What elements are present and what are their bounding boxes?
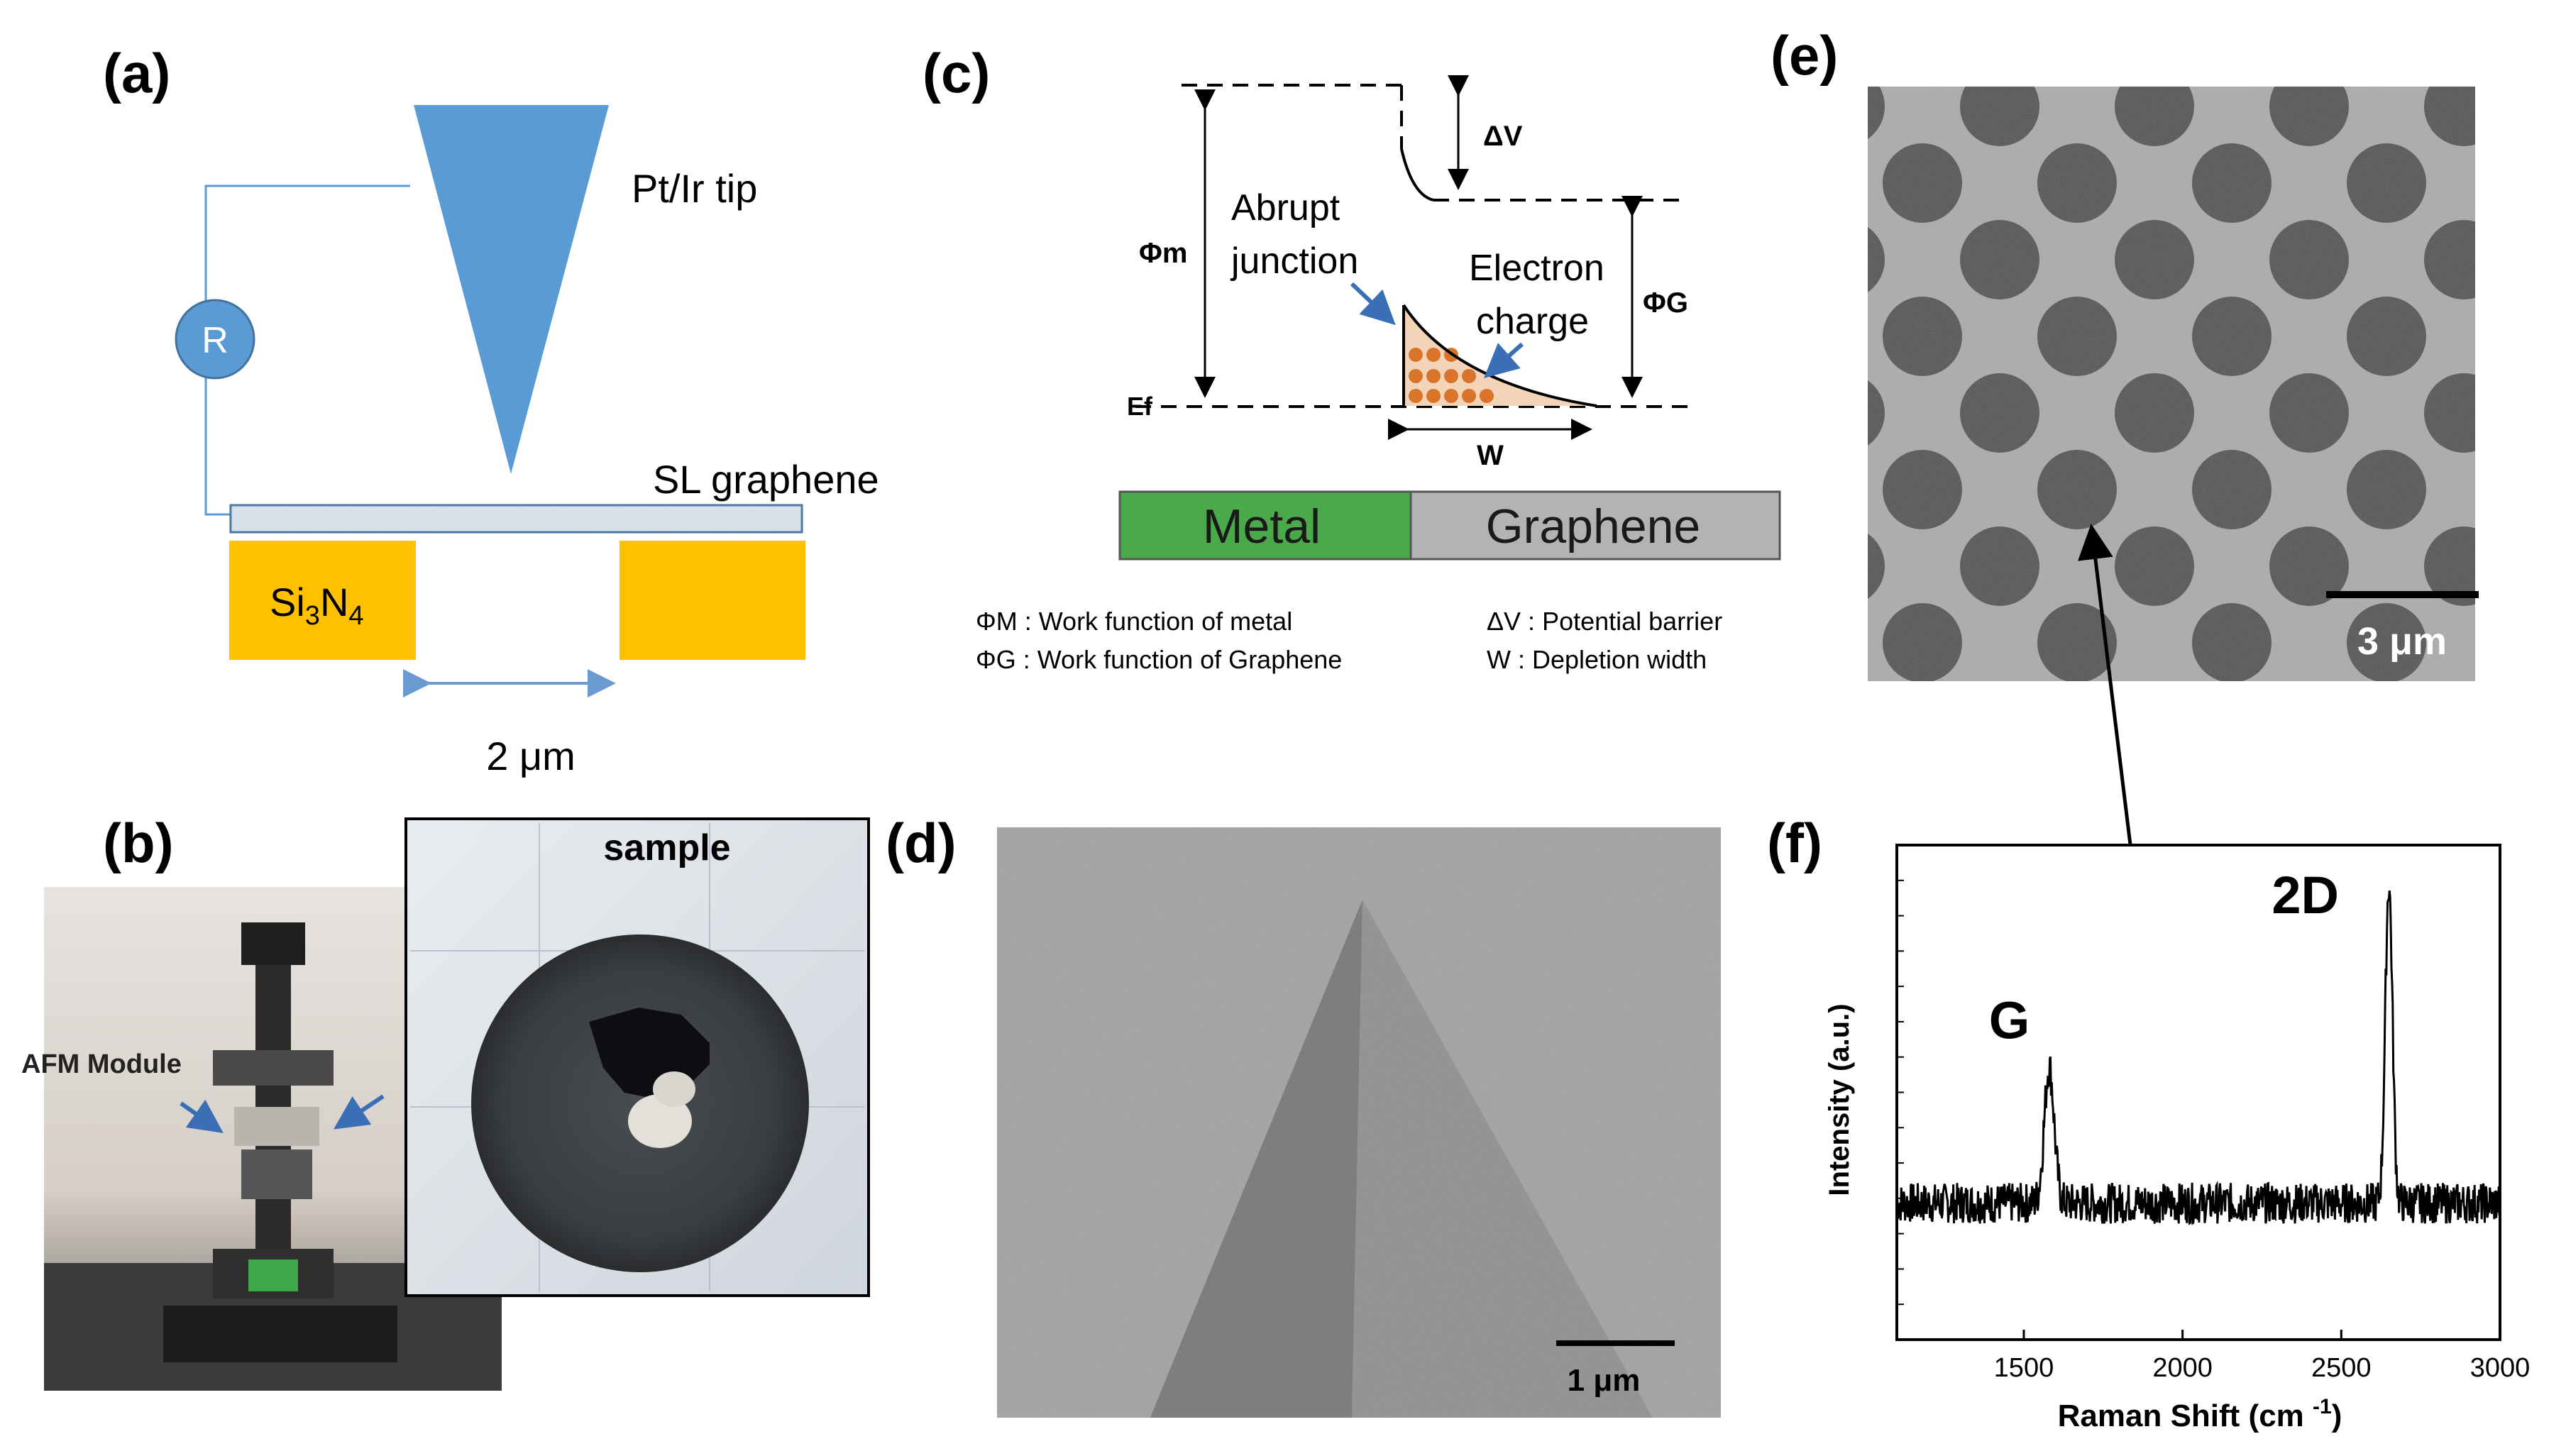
junction-label-1: Abrupt [1231, 187, 1340, 228]
delta-v-label: ΔV [1483, 121, 1523, 152]
panel-label-c: (c) [923, 42, 990, 104]
raman-x-tick-label: 3000 [2470, 1353, 2531, 1383]
legend-line-3: ΔV : Potential barrier [1487, 607, 1722, 636]
graphene-texture [231, 505, 802, 532]
graphene-label: SL graphene [653, 457, 879, 502]
charge-arrow [1484, 342, 1524, 378]
fermi-label: Ef [1127, 392, 1153, 421]
metal-label: Metal [1203, 500, 1321, 553]
graphene-block [1409, 490, 1781, 561]
junction-arrow [1350, 282, 1396, 326]
raman-x-tick-label: 2500 [2311, 1353, 2372, 1383]
phi-m-label: Φm [1139, 238, 1187, 269]
raman-x-axis-label: Raman Shift (cm -1) [2058, 1395, 2342, 1433]
substrate-left [229, 541, 416, 660]
metal-block [1118, 490, 1412, 561]
width-label: W [1477, 440, 1504, 471]
legend-line-2: ΦG : Work function of Graphene [976, 645, 1342, 674]
legend-line-1: ΦM : Work function of metal [976, 607, 1292, 636]
phi-g-label: ΦG [1643, 287, 1688, 319]
gap-label: 2 μm [486, 734, 576, 778]
sem-holes-scale-label: 3 μm [2357, 620, 2447, 663]
substrate-right [620, 541, 805, 660]
resistor-symbol [175, 299, 255, 380]
raman-peak-2d-label: 2D [2272, 866, 2339, 925]
charge-label-1: Electron [1469, 248, 1604, 289]
panel-label-b: (b) [103, 812, 174, 874]
panel-b: AFM Module sample [21, 817, 870, 1391]
raman-y-axis-label: Intensity (a.u.) [1824, 1003, 1855, 1196]
afm-tip [414, 105, 609, 474]
afm-arrow-right [334, 1094, 385, 1130]
substrate-label: Si3N4 [270, 580, 364, 631]
sample-photo [410, 823, 864, 1291]
raman-peak-g-label: G [1989, 991, 2030, 1049]
afm-module-label: AFM Module [21, 1049, 182, 1079]
panel-label-e: (e) [1771, 24, 1838, 87]
panel-f: 1500 2000 2500 3000 G 2D Intensity (a.u.) R… [1824, 844, 2531, 1433]
panel-label-d: (d) [886, 812, 957, 874]
legend-line-4: W : Depletion width [1487, 645, 1707, 674]
tip-label: Pt/Ir tip [632, 166, 757, 211]
panel-d: 1 μm [997, 827, 1721, 1418]
afm-arrow-left [180, 1099, 224, 1133]
raman-spectrum-line [1895, 890, 2501, 1225]
panel-a: R Pt/Ir tip SL graphene Si3N4 2 μm [175, 105, 879, 778]
junction-label-2: junction [1230, 241, 1358, 282]
panel-label-a: (a) [103, 42, 170, 104]
raman-x-tick-label: 2000 [2152, 1353, 2213, 1383]
panel-c: ΔV Φm ΦG Ef Abrupt junction Electron cha… [976, 75, 1781, 674]
panel-e: 3 μm [1868, 87, 2479, 950]
charge-label-2: charge [1476, 301, 1589, 342]
raman-x-ticks: 1500 2000 2500 3000 [1994, 1330, 2531, 1383]
electron-charges [1409, 348, 1494, 403]
raman-x-tick-label: 1500 [1994, 1353, 2054, 1383]
resistor-label: R [202, 320, 228, 361]
sample-label: sample [603, 827, 730, 868]
raman-plot-frame [1895, 844, 2501, 1341]
sample-pad [628, 1094, 692, 1148]
panel-label-f: (f) [1767, 812, 1822, 874]
graphene-block-label: Graphene [1486, 500, 1700, 553]
sem-tip-scale-label: 1 μm [1568, 1363, 1641, 1398]
